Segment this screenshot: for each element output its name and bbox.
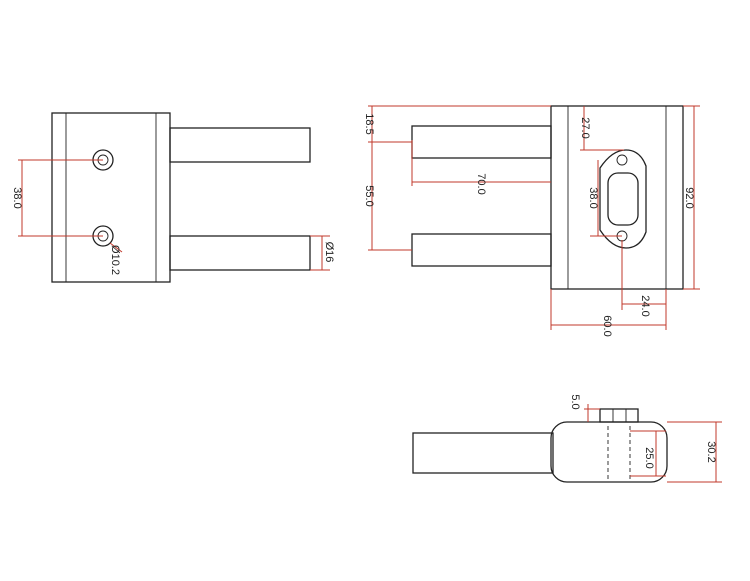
front-dim-hole-spacing-label: 38.0 (11, 187, 23, 208)
front-dim-hole-diameter-leader (109, 242, 123, 253)
side-view-flange-slot (607, 172, 639, 226)
side-dim-overall-depth-label: 60.0 (601, 315, 613, 336)
side-view-block (550, 105, 684, 290)
side-dim-flange-hole-depth-label: 24.0 (639, 295, 651, 316)
side-dim-flange-hole-offset-label: 27.0 (579, 117, 591, 138)
side-view-rod-upper (411, 125, 552, 159)
front-view-rod-lower (169, 235, 311, 271)
bottom-dim-bore-width-label: 25.0 (643, 447, 655, 468)
front-view: 38.0 Ø10.2 Ø16 (11, 112, 335, 283)
front-dim-rod-diameter-label: Ø16 (323, 242, 335, 263)
side-view-flange-hole-top (616, 154, 628, 166)
side-view-flange (599, 149, 647, 249)
front-view-rod-upper (169, 127, 311, 163)
bottom-dim-flange-thickness-label: 5.0 (569, 394, 581, 409)
side-dim-rod-spacing-label: 55.0 (363, 185, 375, 206)
bottom-view-flange-tab (599, 408, 639, 423)
front-dim-hole-diameter-label: Ø10.2 (109, 245, 121, 275)
side-dim-top-offset-label: 18.5 (363, 113, 375, 134)
side-dim-flange-hole-spacing-label: 38.0 (587, 187, 599, 208)
front-view-block (51, 112, 171, 283)
side-dim-rod-length-label: 70.0 (475, 173, 487, 194)
bottom-view: 5.0 25.0 30.2 (412, 394, 722, 483)
bottom-view-rod (412, 432, 554, 474)
side-view-rod-lower (411, 233, 552, 267)
bottom-dim-block-thickness-label: 30.2 (705, 441, 717, 462)
side-view: 18.5 55.0 70.0 27.0 38.0 92.0 24.0 60.0 (363, 105, 700, 337)
side-dim-height-label: 92.0 (683, 187, 695, 208)
